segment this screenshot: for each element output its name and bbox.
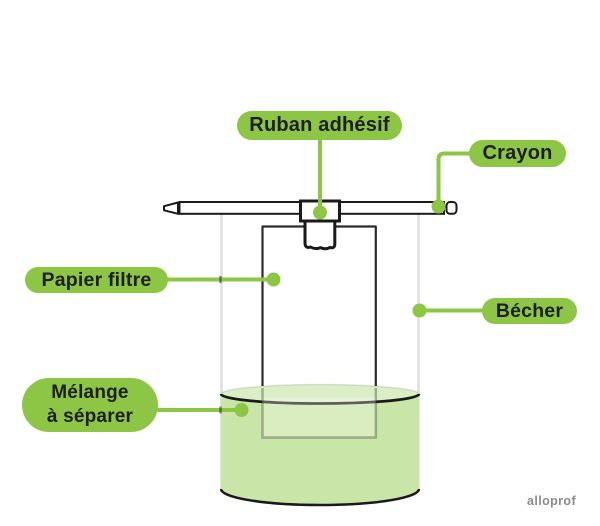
filter-paper-sheet [262,225,377,398]
dot-on-paper [266,272,281,287]
alloprof-logo: alloprof [527,494,577,508]
label-melange-line2: à séparer [46,406,134,427]
adhesive-tape [299,199,341,251]
pencil-eraser [445,201,458,215]
liquid-body [221,394,419,489]
liquid-surface-front-arc [219,394,421,405]
label-papier-filtre: Papier filtre [25,267,168,293]
mixture-liquid [219,383,421,507]
label-ruban-adhesif: Ruban adhésif [237,111,402,140]
label-becher: Bécher [482,298,577,324]
label-melange-line1: Mélange [51,381,129,403]
submerged-paper-edge [261,388,378,439]
liquid-bottom [219,489,421,507]
dot-on-pencil [431,199,446,214]
label-crayon: Crayon [469,140,566,167]
dot-on-tape [313,205,327,220]
callout-dots [234,199,446,417]
dot-on-beaker [412,303,427,318]
pencil-tip [163,201,179,215]
submerged-paper-tint [262,398,376,438]
filter-paper-submerged [261,388,378,439]
connector-crayon [436,151,472,204]
filter-paper [261,225,377,398]
tape-hanging-part [303,218,337,251]
label-melange-a-separer: Mélange à séparer [22,378,158,432]
dot-on-mixture [234,403,249,417]
